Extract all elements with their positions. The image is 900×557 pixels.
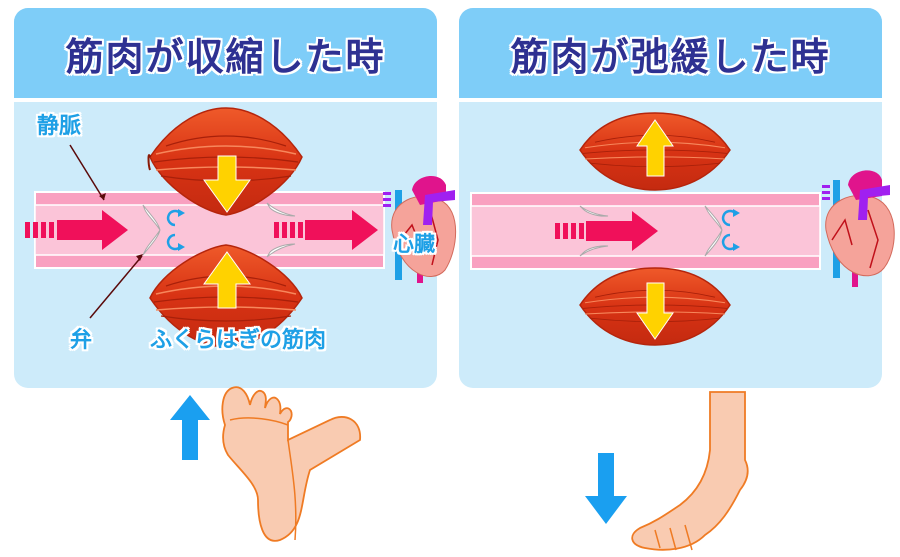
label-vein: 静脈 — [37, 114, 82, 139]
foot-arrow-up — [170, 395, 210, 460]
header-divider — [459, 98, 882, 102]
label-valve: 弁 — [70, 328, 93, 353]
backflow-swirl-icon — [721, 209, 740, 251]
panel-header-contracted: 筋肉が収縮した時 — [14, 8, 437, 98]
heart-icon-right — [822, 170, 895, 287]
backflow-swirl-icon — [166, 209, 185, 251]
title-relaxed: 筋肉が弛緩した時 — [510, 34, 831, 79]
blood-flow-arrow-left-1 — [25, 210, 128, 250]
valve-closed-left — [142, 204, 161, 256]
label-calf-muscle: ふくらはぎの筋肉 — [150, 328, 327, 353]
foot-arrow-down — [585, 453, 627, 524]
valve-open-right — [579, 205, 609, 257]
header-divider — [14, 98, 437, 102]
label-heart: 心臓 — [393, 232, 435, 256]
muscle-arrow-up-left — [203, 251, 251, 309]
title-contracted: 筋肉が収縮した時 — [65, 34, 386, 79]
valve-pointer-line — [89, 255, 143, 319]
muscle-arrow-down-left — [203, 155, 251, 213]
heart-icon-left — [383, 175, 457, 283]
valve-open-left — [266, 202, 296, 258]
blood-flow-arrow-left-2 — [274, 210, 378, 250]
foot-plantarflexed — [221, 386, 361, 542]
panel-header-relaxed: 筋肉が弛緩した時 — [459, 8, 882, 98]
valve-closed-right — [704, 205, 723, 257]
muscle-arrow-up-right — [636, 119, 674, 177]
foot-relaxed — [631, 391, 749, 551]
vein-pointer-line — [69, 144, 105, 201]
blood-flow-arrow-right — [555, 211, 658, 251]
muscle-arrow-down-right — [636, 282, 674, 340]
